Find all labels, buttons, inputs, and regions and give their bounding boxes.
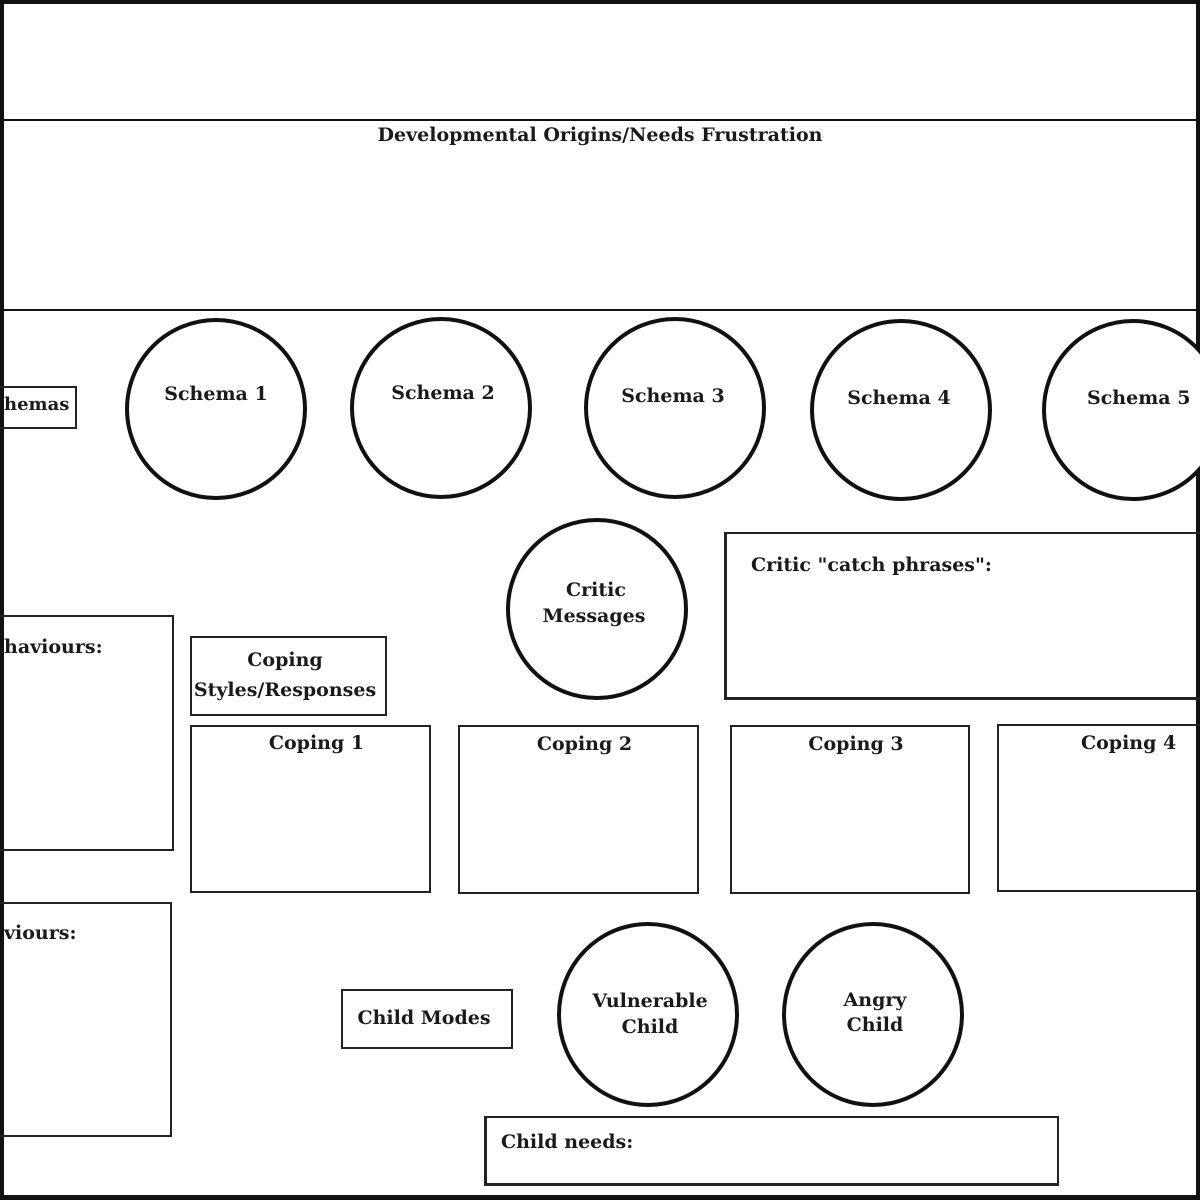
critic-messages-line2: Messages [542, 605, 646, 627]
schema-5-circle [1042, 319, 1200, 501]
coping-2-label: Coping 2 [536, 733, 633, 755]
coping-1-box [190, 725, 431, 893]
child-modes-box [341, 989, 513, 1049]
schema-2-label: Schema 2 [391, 382, 495, 404]
child-modes-label: Child Modes [357, 1007, 491, 1029]
coping-1-label: Coping 1 [268, 732, 365, 754]
coping-4-label: Coping 4 [1081, 732, 1177, 754]
vulnerable-child-circle [557, 922, 739, 1107]
coping-3-box [730, 725, 970, 894]
vulnerable-child-line2: Child [621, 1016, 679, 1038]
schema-2-circle [350, 317, 532, 499]
developmental-origins-title: Developmental Origins/Needs Frustration [377, 124, 823, 146]
angry-child-circle [782, 922, 964, 1107]
coping-styles-box [190, 636, 387, 716]
section-divider-top [4, 119, 1196, 121]
child-needs-box [484, 1116, 1059, 1186]
critic-messages-line1: Critic [566, 579, 626, 601]
schema-1-circle [125, 318, 307, 500]
coping-styles-line2: Styles/Responses [193, 679, 377, 701]
section-divider-bottom [4, 309, 1196, 311]
schema-1-label: Schema 1 [164, 383, 268, 405]
schema-3-label: Schema 3 [621, 385, 725, 407]
schema-4-circle [810, 319, 992, 501]
critic-catch-phrases-label: Critic "catch phrases": [751, 554, 992, 576]
coping-styles-line1: Coping [247, 649, 323, 671]
behaviours-upper-label: haviours: [4, 636, 103, 658]
schema-5-label: Schema 5 [1087, 387, 1191, 409]
behaviours-lower-label: viours: [4, 922, 77, 944]
coping-2-box [458, 725, 699, 894]
angry-child-line1: Angry [843, 989, 907, 1011]
schemas-label-box [0, 386, 77, 429]
critic-messages-circle [506, 518, 688, 700]
child-needs-label: Child needs: [501, 1131, 634, 1153]
vulnerable-child-line1: Vulnerable [592, 990, 708, 1012]
coping-3-label: Coping 3 [808, 733, 904, 755]
schema-4-label: Schema 4 [847, 387, 951, 409]
angry-child-line2: Child [846, 1014, 904, 1036]
schema-3-circle [584, 317, 766, 499]
behaviours-upper-box [0, 615, 174, 851]
critic-catch-phrases-box [724, 532, 1200, 700]
schemas-label: hemas [4, 394, 70, 415]
behaviours-lower-box [0, 902, 172, 1137]
coping-4-box [997, 724, 1200, 892]
